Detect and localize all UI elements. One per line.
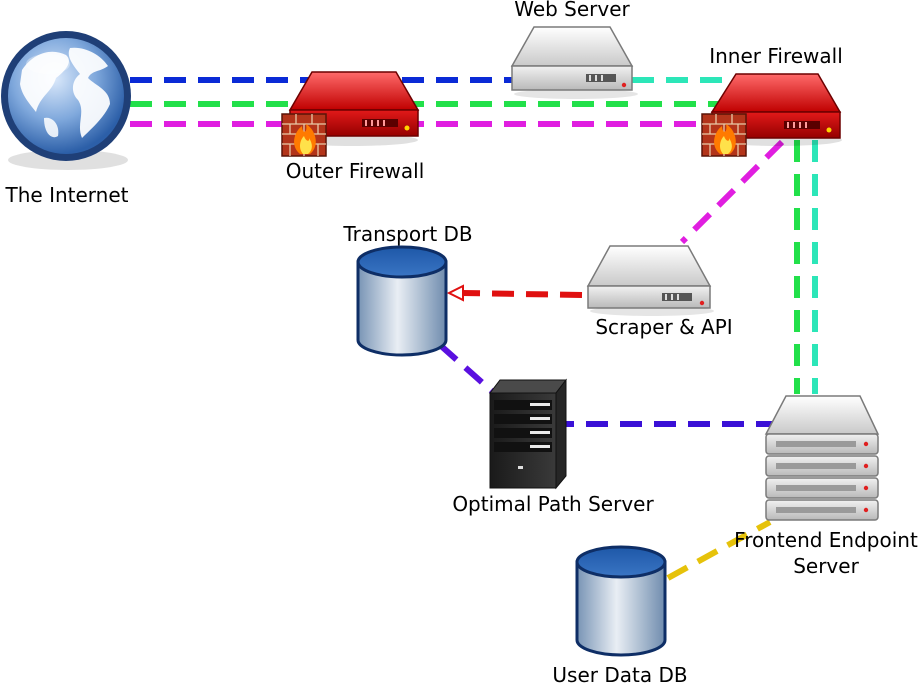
- node-label-frontend-line2: Server: [793, 554, 859, 578]
- arrowhead-transportdb: [446, 284, 464, 302]
- link-innerfirewall-scraper-magenta: [679, 139, 785, 245]
- node-label-transport-db: Transport DB: [342, 222, 472, 246]
- outer-firewall-icon: [281, 71, 420, 157]
- connections: [130, 77, 818, 581]
- inner-firewall-icon: [701, 73, 842, 157]
- frontend-endpoint-server-icon: [764, 395, 880, 521]
- link-transportdb-optimalpath-purple: [438, 342, 496, 396]
- node-label-inner-firewall: Inner Firewall: [709, 44, 843, 68]
- user-data-db-icon: [575, 545, 667, 657]
- node-label-frontend-line1: Frontend Endpoint: [734, 528, 918, 552]
- link-userdb-frontend-yellow: [666, 519, 772, 581]
- node-label-scraper-api: Scraper & API: [595, 315, 732, 339]
- node-label-user-data-db: User Data DB: [552, 663, 687, 683]
- node-label-outer-firewall: Outer Firewall: [286, 159, 425, 183]
- web-server-icon: [510, 26, 638, 99]
- scraper-api-icon: [586, 245, 714, 316]
- node-label-optimal-path-server: Optimal Path Server: [452, 492, 654, 516]
- link-scraper-transportdb-red: [461, 290, 583, 298]
- optimal-path-server-icon: [488, 378, 568, 490]
- node-label-internet: The Internet: [5, 183, 129, 207]
- node-label-web-server: Web Server: [514, 0, 630, 21]
- transport-db-icon: [356, 245, 448, 357]
- globe-icon: [1, 31, 131, 170]
